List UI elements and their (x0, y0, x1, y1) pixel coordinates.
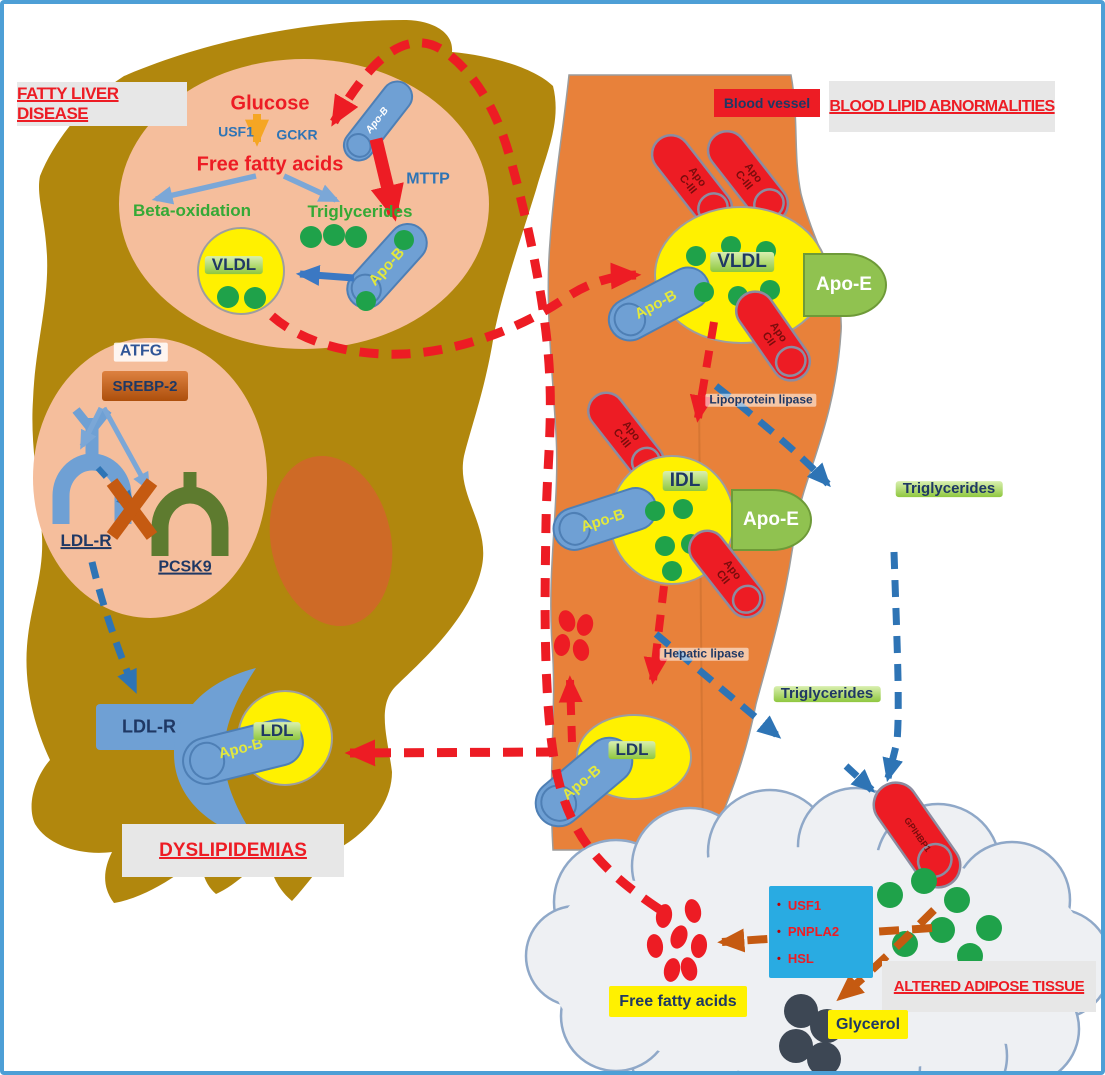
idl-label: IDL (662, 471, 708, 491)
gene-row: • USF1 (777, 898, 865, 913)
fatty-liver-disease-title: FATTY LIVER DISEASE (17, 84, 119, 123)
gene-pnpla2-label: PNPLA2 (787, 924, 840, 940)
usf1-liver-label: USF1 (218, 123, 254, 140)
gene-usf1-label: USF1 (787, 897, 822, 913)
apoe-vldl-label: Apo-E (816, 274, 872, 296)
glycerol-box: Glycerol (828, 1010, 908, 1039)
free-fatty-acids-adipose-label: Free fatty acids (619, 992, 737, 1010)
red-dashed-ffa-to-liver-arrow (330, 38, 662, 913)
apob-capsule-idl (552, 487, 658, 551)
beta-oxidation-label: Beta-oxidation (132, 201, 252, 221)
vldl-liver-label: VLDL (204, 256, 264, 274)
blood-vessel-box: Blood vessel (714, 89, 820, 117)
blocked-x-icon (106, 478, 158, 540)
dyslipidemias-title: DYSLIPIDEMIAS (159, 839, 307, 861)
blood-vessel-label: Blood vessel (723, 95, 811, 111)
mttp-arrow (369, 137, 404, 222)
red-dashed-up-arrow (558, 675, 583, 743)
pcsk9-arch (151, 472, 229, 556)
apo-cii-capsule-vldl (734, 290, 812, 382)
glycerol-label: Glycerol (835, 1015, 901, 1033)
vldl-vessel-label: VLDL (710, 252, 774, 272)
gene-row: • PNPLA2 (777, 924, 865, 939)
red-dashed-vldl-secretion-arrow (269, 262, 642, 359)
triglyceride-dots-liver (300, 224, 414, 311)
triglycerides-lower-label: Triglycerides (773, 686, 881, 702)
apoe-blob-idl (731, 489, 812, 551)
altered-adipose-tissue-box: ALTERED ADIPOSE TISSUE (882, 961, 1096, 1012)
mttp-label: MTTP (406, 170, 450, 188)
apob-capsule-vldl (607, 266, 711, 342)
blood-lipid-abnormalities-box: BLOOD LIPID ABNORMALITIES (829, 81, 1055, 132)
apoe-blob-vldl (803, 253, 887, 317)
gckr-label: GCKR (276, 126, 318, 143)
srebp2-to-ldlr-arrow (79, 406, 104, 450)
srebp2-to-pcsk9-arrow (101, 406, 151, 492)
ffa-to-betaox-arrow (151, 173, 257, 205)
liver-dark-oval (269, 455, 393, 627)
bullet-icon: • (777, 952, 781, 965)
gene-hsl-label: HSL (787, 951, 814, 967)
red-dashed-vldl-to-idl-arrow (689, 321, 718, 423)
apoe-idl-label: Apo-E (743, 509, 799, 531)
ldl-vessel-label: LDL (608, 741, 656, 759)
bullet-icon: • (777, 925, 781, 938)
pcsk9-label: PCSK9 (158, 558, 212, 576)
blood-lipid-abnormalities-title: BLOOD LIPID ABNORMALITIES (829, 97, 1055, 115)
glucose-label: Glucose (230, 92, 310, 115)
adipose-genes-panel: • USF1 • PNPLA2 • HSL (769, 886, 873, 978)
red-dashed-idl-to-ldl-arrow (643, 585, 668, 685)
altered-adipose-tissue-title: ALTERED ADIPOSE TISSUE (893, 978, 1085, 995)
apob-capsule-ldl (534, 736, 634, 828)
ldlr-to-membrane-dashed-arrow (88, 561, 139, 694)
ldlr-membrane-label: LDL-R (122, 716, 176, 737)
srebp2-box: SREBP-2 (102, 371, 188, 401)
triglycerides-liver-label: Triglycerides (307, 202, 413, 222)
pathway-art (26, 20, 1101, 1071)
atfg-label: ATFG (113, 342, 169, 362)
ldlr-nucleus-label: LDL-R (60, 531, 112, 551)
bullet-icon: • (777, 899, 781, 912)
triglyceride-dots-adipose (877, 868, 1002, 969)
gene-row: • HSL (777, 951, 865, 966)
lipoprotein-lipase-label: Lipoprotein lipase (705, 394, 817, 407)
red-dashed-ldl-to-liver-arrow (344, 739, 557, 767)
ffa-dots-vessel (553, 610, 594, 661)
triglycerides-upper-label: Triglycerides (895, 481, 1003, 497)
vldl-liver-dots (217, 286, 266, 309)
brown-dashed-lipolysis-glycerol-arrow (836, 907, 937, 1002)
fatty-liver-disease-box: FATTY LIVER DISEASE (17, 82, 187, 126)
blue-dashed-tg-down-arrow (882, 551, 903, 783)
ffa-to-tg-arrow (282, 173, 340, 203)
apo-cii-capsule-idl (688, 529, 766, 619)
free-fatty-acids-liver-label: Free fatty acids (196, 153, 344, 176)
glycerol-dots (779, 994, 844, 1071)
nucleus-cell (33, 338, 267, 618)
apob-capsule-top (342, 80, 414, 162)
free-fatty-acids-adipose-box: Free fatty acids (609, 986, 747, 1017)
ffa-dots-adipose (646, 899, 708, 982)
ldl-liver-label: LDL (253, 722, 301, 740)
blue-dashed-tg-to-adipose-arrow (843, 763, 876, 793)
hepatic-lipase-label: Hepatic lipase (659, 648, 749, 661)
srebp2-label: SREBP-2 (112, 377, 178, 395)
dyslipidemias-box: DYSLIPIDEMIAS (122, 824, 344, 877)
apob-to-vldl-arrow (295, 264, 355, 286)
